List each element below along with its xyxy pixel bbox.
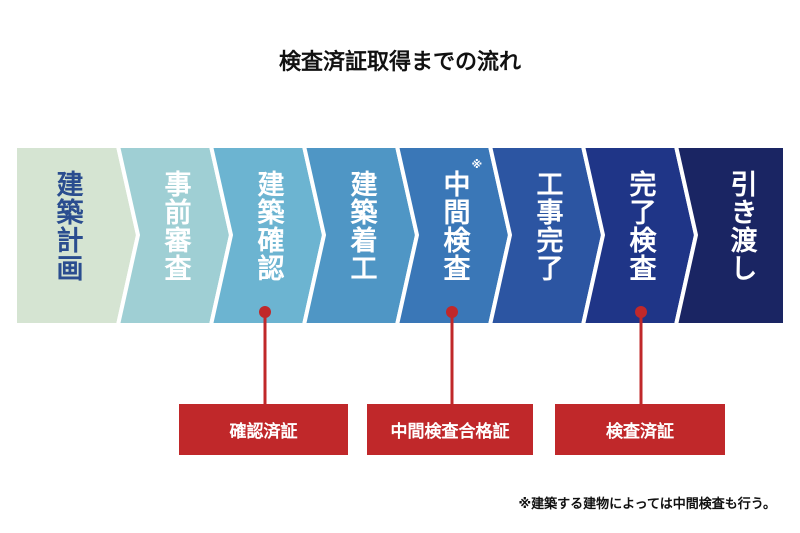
- step-label-7: 完了検査: [624, 170, 656, 282]
- diagram-title: 検査済証取得までの流れ: [278, 50, 521, 75]
- note-mark: ※: [471, 158, 483, 171]
- step-label-8: 引き渡し: [725, 170, 757, 282]
- step-label-5: 中間検査: [438, 170, 470, 282]
- certificate-kakunin: 確認済証: [179, 404, 348, 455]
- connector-dot-3: [635, 306, 647, 318]
- step-label-2: 事前審査: [159, 170, 191, 282]
- step-label-4: 建築着工: [345, 170, 377, 282]
- step-label-1: 建築計画: [51, 170, 83, 282]
- step-chevron-8: [673, 144, 787, 327]
- connector-dot-1: [259, 306, 271, 318]
- step-label-6: 工事完了: [531, 170, 563, 282]
- certificate-chukan: 中間検査合格証: [367, 404, 533, 455]
- certificate-kensa: 検査済証: [555, 404, 725, 455]
- connector-dot-2: [446, 306, 458, 318]
- footnote: ※建築する建物によっては中間検査も行う。: [518, 497, 776, 512]
- step-label-3: 建築確認: [252, 170, 284, 282]
